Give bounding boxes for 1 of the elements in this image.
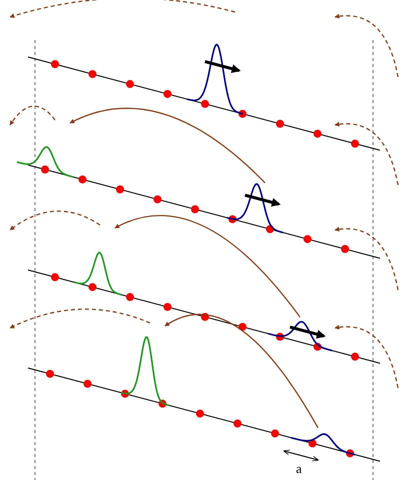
- dimension-label: a: [296, 462, 302, 475]
